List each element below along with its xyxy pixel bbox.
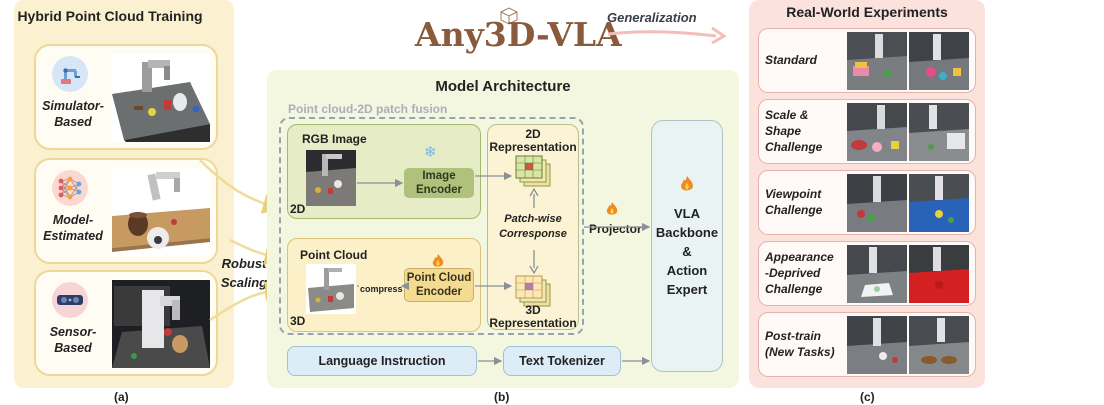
- simulator-based-label: Simulator- Based: [42, 99, 104, 129]
- point-cloud-label: Point Cloud: [300, 248, 368, 262]
- model-estimated-card: Model- Estimated: [34, 158, 218, 264]
- fusion-title: Point cloud-2D patch fusion: [288, 102, 448, 116]
- neural-network-icon: [52, 170, 88, 206]
- scale-shape-photo-1: [847, 103, 907, 161]
- robust-scaling-label: Robust Scaling: [220, 256, 268, 290]
- projector-label: Projector: [589, 222, 642, 236]
- patch-grid-2d-icon: [515, 155, 551, 187]
- logo-text: Any3D-VLA: [414, 15, 622, 54]
- tag-2d: 2D: [290, 202, 306, 216]
- caption-a: (a): [114, 390, 129, 404]
- patch-grid-3d-icon: [515, 275, 551, 307]
- depth-camera-icon: [52, 282, 88, 318]
- panel-a-title: Hybrid Point Cloud Training: [17, 8, 203, 24]
- rgb-image-label: RGB Image: [302, 132, 367, 146]
- rgb-image-thumbnail: [306, 150, 356, 206]
- text-tokenizer-box: Text Tokenizer: [503, 346, 621, 376]
- caption-b: (b): [494, 390, 510, 404]
- simulator-scene-image: [112, 54, 210, 142]
- viewpoint-photo-2: [909, 174, 969, 232]
- sensor-based-card: Sensor- Based: [34, 270, 218, 376]
- any3d-vla-logo: Any3D-VLA: [413, 6, 622, 58]
- experiment-label-post-train: Post-train(New Tasks): [765, 329, 835, 359]
- generalization-label: Generalization: [607, 10, 697, 25]
- correspondence-arrow: [529, 187, 539, 275]
- experiment-row-standard: Standard: [758, 28, 976, 93]
- model-estimated-label: Model- Estimated: [43, 213, 103, 243]
- panel-b-title: Model Architecture: [435, 78, 571, 95]
- vla-backbone-label: VLA Backbone & Action Expert: [655, 206, 719, 297]
- scale-shape-photo-2: [909, 103, 969, 161]
- model-estimated-scene-image: [112, 168, 210, 256]
- projector-fire-icon: [606, 202, 618, 221]
- compress-label: compress: [360, 284, 403, 294]
- caption-c: (c): [860, 390, 875, 404]
- appearance-photo-2: [909, 245, 969, 303]
- post-train-photo-2: [909, 316, 969, 374]
- tag-3d: 3D: [290, 314, 306, 328]
- panel-c-title: Real-World Experiments: [786, 4, 948, 20]
- appearance-photo-1: [847, 245, 907, 303]
- sensor-based-label: Sensor- Based: [49, 325, 97, 355]
- standard-photo-1: [847, 32, 907, 90]
- fire-icon: [432, 254, 444, 273]
- sensor-scene-image: [112, 280, 210, 368]
- standard-photo-2: [909, 32, 969, 90]
- architecture-arrows: [357, 171, 651, 366]
- post-train-photo-1: [847, 316, 907, 374]
- robot-arm-icon: [52, 56, 88, 92]
- experiment-row-post-train: Post-train(New Tasks): [758, 312, 976, 377]
- experiment-label-standard: Standard: [765, 53, 818, 67]
- generalization-arrow: [607, 26, 727, 45]
- snowflake-icon: ❄: [424, 144, 437, 161]
- point-cloud-thumbnail: [306, 264, 356, 314]
- simulator-based-card: Simulator- Based: [34, 44, 218, 150]
- vla-fire-icon: [680, 176, 694, 197]
- viewpoint-photo-1: [847, 174, 907, 232]
- language-instruction-box: Language Instruction: [287, 346, 477, 376]
- patch-fusion-box: [279, 117, 584, 335]
- vla-backbone-box: [651, 120, 723, 372]
